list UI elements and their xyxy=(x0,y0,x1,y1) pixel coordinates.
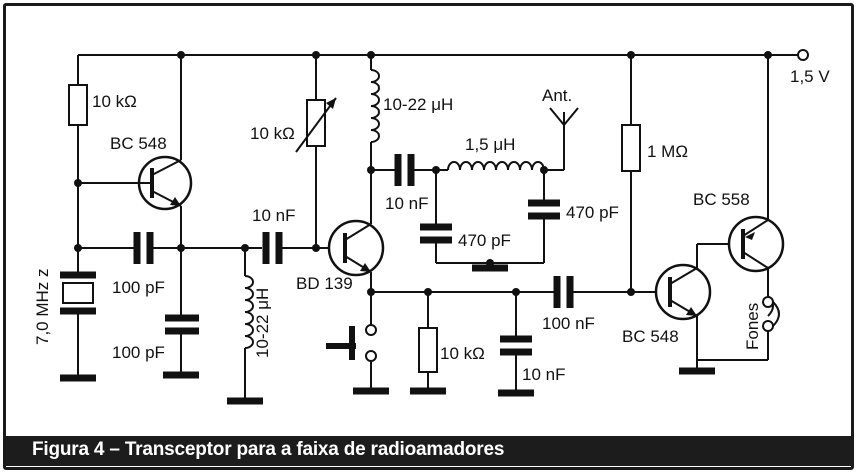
inductor-10-22uh-bottom xyxy=(244,275,254,349)
key-contact xyxy=(365,324,377,336)
resistor-10k-bottom xyxy=(418,327,438,373)
inductor-1-5uh xyxy=(447,161,545,171)
transistor-bd139 xyxy=(327,219,385,277)
label-q-bc548-left: BC 548 xyxy=(110,134,167,153)
label-l-1-5: 1,5 μH xyxy=(465,135,515,154)
transistor-bc548-right xyxy=(654,263,712,321)
antenna-symbol xyxy=(549,107,565,126)
label-r-1m: 1 MΩ xyxy=(647,142,688,161)
label-c-470pf-right: 470 pF xyxy=(566,203,619,222)
caption-bar xyxy=(6,436,853,466)
figure-frame xyxy=(3,3,854,470)
label-c-100pf-series: 100 pF xyxy=(112,278,165,297)
headphones-symbol xyxy=(772,301,780,327)
potentiometer-10k xyxy=(306,99,326,147)
label-supply: 1,5 V xyxy=(790,67,830,86)
label-q-bc548-right: BC 548 xyxy=(622,327,679,346)
label-r-10k-top: 10 kΩ xyxy=(92,92,137,111)
label-fones: Fones xyxy=(743,303,762,350)
label-c-10nf-bottom: 10 nF xyxy=(522,365,565,384)
label-q-bc558: BC 558 xyxy=(693,190,750,209)
label-c-100pf-shunt: 100 pF xyxy=(112,343,165,362)
label-c-10nf-base: 10 nF xyxy=(252,206,295,225)
headphones-contact xyxy=(762,296,774,308)
label-l-10-22-top: 10-22 μH xyxy=(383,95,453,114)
label-r-10k-bottom: 10 kΩ xyxy=(440,344,485,363)
figure-caption: Figura 4 – Transceptor para a faixa de r… xyxy=(32,439,505,460)
supply-terminal xyxy=(797,49,809,61)
label-c-100nf: 100 nF xyxy=(542,314,595,333)
label-pot-10k: 10 kΩ xyxy=(250,124,295,143)
label-c-470pf-left: 470 pF xyxy=(458,231,511,250)
label-crystal: 7,0 MHz z xyxy=(33,268,52,345)
label-c-10nf-a: 10 nF xyxy=(385,194,428,213)
inductor-10-22uh-top xyxy=(370,69,380,143)
crystal-7mhz xyxy=(62,282,94,304)
resistor-1m xyxy=(621,124,641,172)
label-l-10-22-bottom: 10-22 μH xyxy=(253,288,272,358)
transistor-bc558 xyxy=(727,215,785,273)
label-q-bd139: BD 139 xyxy=(296,274,353,293)
resistor-10k-top xyxy=(68,84,88,126)
label-ant: Ant. xyxy=(542,86,572,105)
